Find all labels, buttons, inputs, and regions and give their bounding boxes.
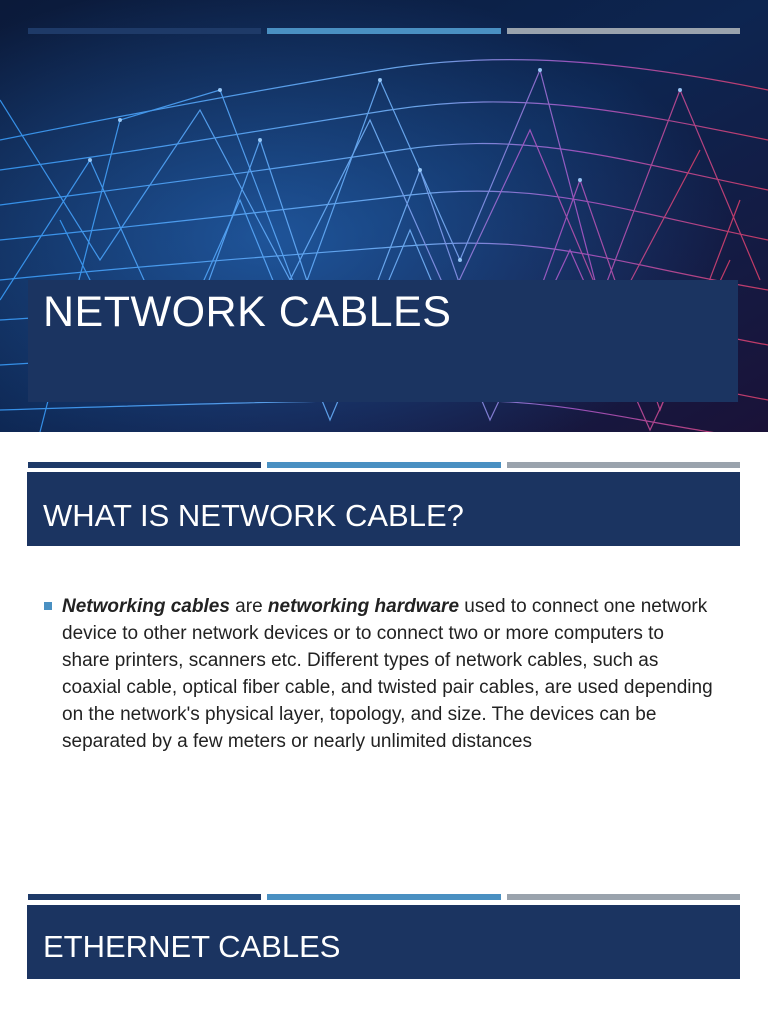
title-slide: NETWORK CABLES xyxy=(0,0,768,432)
accent-bar-dark xyxy=(28,894,262,900)
slide-heading: WHAT IS NETWORK CABLE? xyxy=(43,498,464,533)
heading-box: ETHERNET CABLES xyxy=(27,905,740,979)
accent-bar-blue xyxy=(267,462,501,468)
bullet-square-icon xyxy=(44,602,52,610)
accent-bars xyxy=(28,462,740,468)
bold-term: Networking cables xyxy=(62,596,230,617)
title-box: NETWORK CABLES xyxy=(28,280,738,402)
slide-heading: ETHERNET CABLES xyxy=(43,929,341,964)
accent-bar-dark xyxy=(28,28,262,34)
text-span: used to connect one network device to ot… xyxy=(62,596,713,752)
accent-bar-gray xyxy=(506,894,740,900)
accent-bar-blue xyxy=(267,894,501,900)
accent-bar-dark xyxy=(28,462,262,468)
ethernet-slide: ETHERNET CABLES xyxy=(0,887,768,1024)
text-span: are xyxy=(229,596,268,617)
accent-bars xyxy=(28,894,740,900)
heading-box: WHAT IS NETWORK CABLE? xyxy=(27,472,740,546)
definition-slide: WHAT IS NETWORK CABLE? Networking cables… xyxy=(0,432,768,887)
bold-term: networking hardware xyxy=(267,596,460,617)
accent-bar-gray xyxy=(506,462,740,468)
slide-title: NETWORK CABLES xyxy=(43,288,452,336)
accent-bar-gray xyxy=(506,28,740,34)
accent-bar-blue xyxy=(267,28,501,34)
accent-bars xyxy=(28,28,740,34)
bullet-text: Networking cables are networking hardwar… xyxy=(62,593,714,755)
bullet-item: Networking cables are networking hardwar… xyxy=(44,593,714,755)
